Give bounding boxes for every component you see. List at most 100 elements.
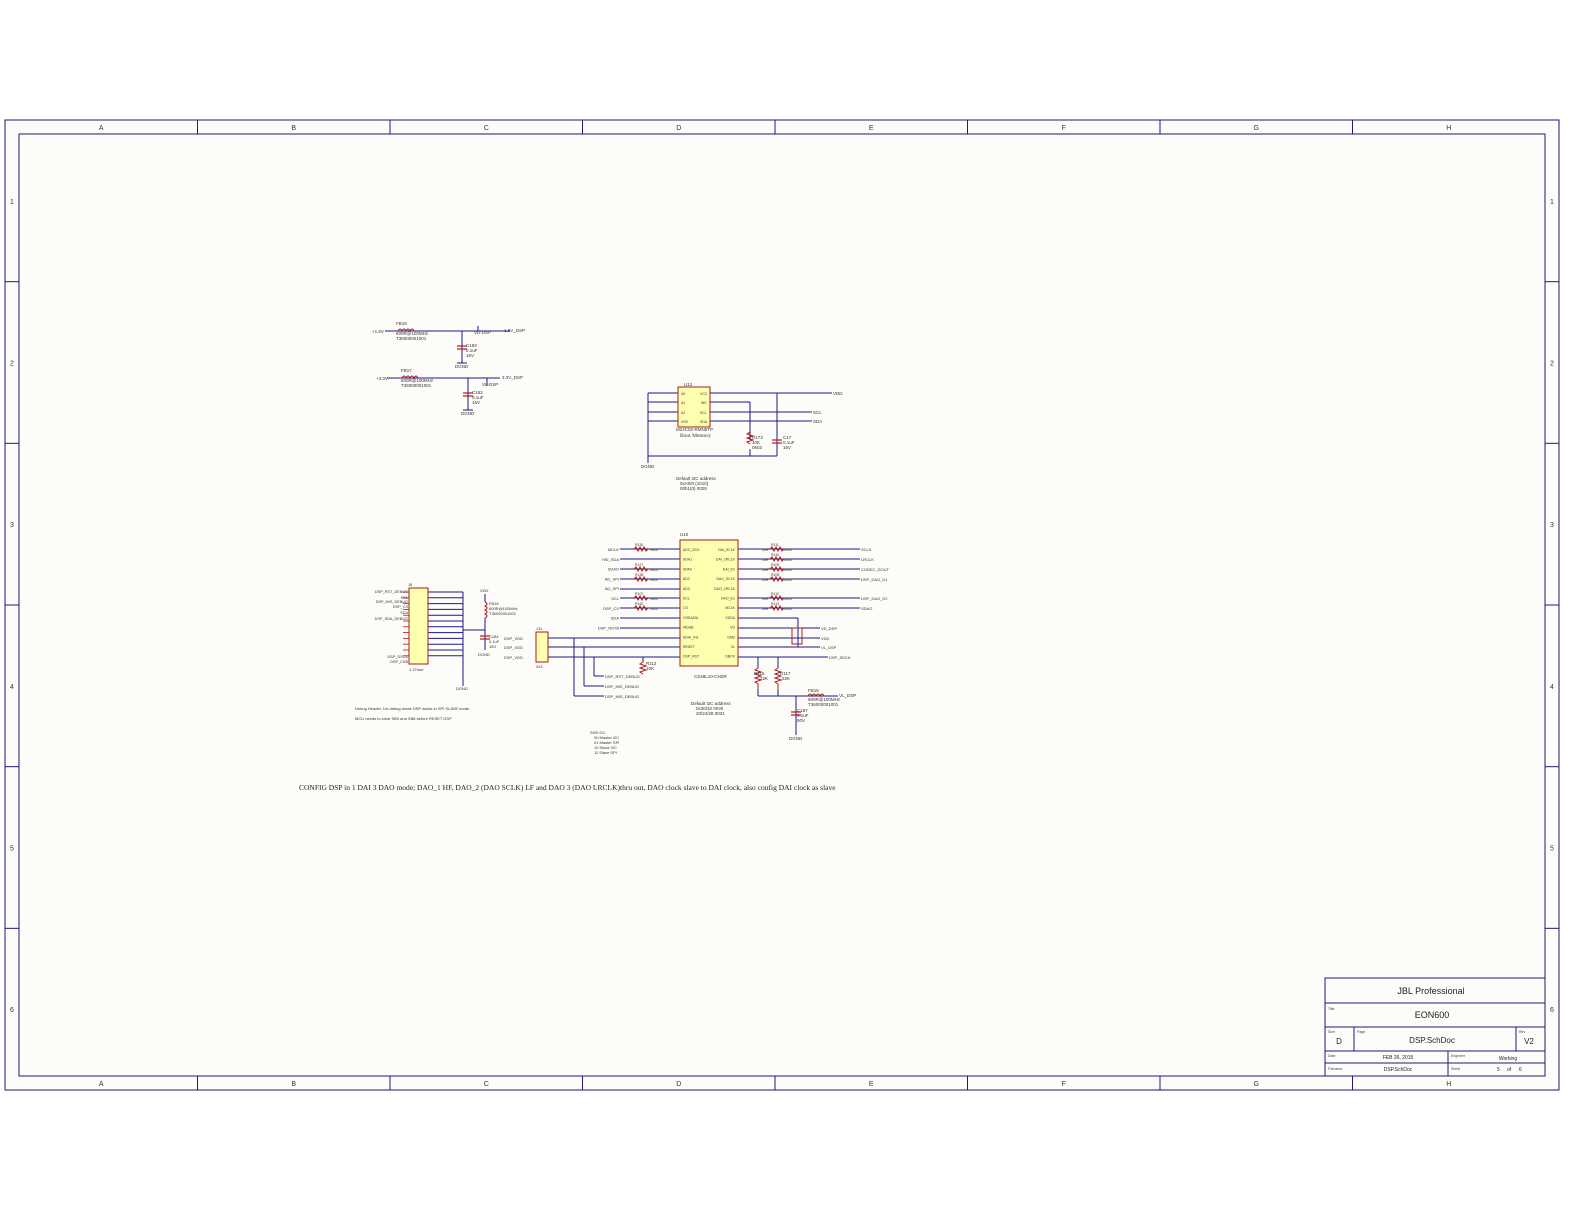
- power-vd1-label: VD-DSP: [474, 330, 491, 335]
- jtag-note-1: Debug Header, Un-debug mode DSP works in…: [355, 706, 470, 711]
- jtag-gnd: DGND: [456, 686, 468, 691]
- dsp-right-net: DSP_DAO_D2: [861, 596, 888, 601]
- dsp-cap: [791, 711, 801, 716]
- page-value: DSP.SchDoc: [1409, 1036, 1455, 1045]
- col-label-bottom: E: [869, 1081, 874, 1088]
- eeprom-pin-a0: A0: [681, 392, 685, 396]
- eeprom-note-1: Default I2C address: [676, 476, 717, 481]
- dsp-pin-right: VD: [730, 626, 735, 630]
- date-value: FEB 26, 2015: [1383, 1055, 1414, 1061]
- eeprom-net-sda: SDA: [813, 419, 822, 424]
- dsp-right-res-ref: R112: [771, 592, 779, 596]
- dsp-pin-left: CS: [683, 606, 689, 610]
- power-fb2-value: 600R@100MHz: [401, 378, 434, 383]
- dsp-right-res-pkg: 0603: [784, 558, 792, 562]
- eeprom-cap-voltage: 16V: [783, 445, 791, 450]
- dsp-right-net: VDD: [821, 636, 830, 641]
- eeprom-chip: [677, 386, 711, 428]
- dsp-pin-right: DAI_LRCLK: [716, 558, 736, 562]
- dsp-pin-left: VSDA/DA: [683, 616, 699, 620]
- power-gnd2-label: DGND: [461, 411, 475, 416]
- eeprom-cap-value: 0.1uF: [783, 440, 795, 445]
- jtag-net: DSP_RST_DEBUG: [375, 590, 408, 594]
- dsp-left-res-ref: R115: [635, 543, 643, 547]
- mode-table-4: 10 Slave I2C: [594, 745, 617, 750]
- dsp-right-net: DSP_SDCK: [829, 655, 851, 660]
- jtag-vdd: VDD: [480, 588, 489, 593]
- eeprom-note-3: 00b1(0) 0028: [680, 486, 707, 491]
- filename-value: DSP.SchDoc: [1384, 1067, 1413, 1073]
- power-ferrite-1: [397, 328, 415, 333]
- mode-table-5: 11 Slave SPI: [594, 750, 617, 755]
- jtag-cap: [480, 635, 490, 640]
- dsp-left-net: DSP_CS: [603, 606, 619, 611]
- dsp-pin-right: DAO_D1: [721, 597, 735, 601]
- dsp-left-net: HSI_SDA: [602, 557, 619, 562]
- dsp-left-net: SDAO: [608, 567, 619, 572]
- dsp-right-res-val: 33R: [762, 607, 769, 611]
- title-label: Title: [1328, 1007, 1335, 1011]
- jtag-net: DSP_DSCK: [388, 655, 409, 659]
- dsp-right-res-pkg: 0603: [784, 607, 792, 611]
- eeprom-note-2: 0xA0/0 (1010): [680, 481, 709, 486]
- power-fb1-ref: FB18: [396, 321, 407, 326]
- dsp-pin-right: DAI_D1: [723, 567, 735, 571]
- eeprom-name: Boot Memory: [680, 433, 711, 439]
- jtag-fb-partno: T36000001001: [489, 611, 517, 616]
- dsp-pin-left: SDA1: [683, 558, 692, 562]
- row-label-right: 6: [1550, 1007, 1554, 1014]
- dsp-left-res-pkg: 0603: [650, 578, 658, 582]
- dsp-right-res-ref: R110: [771, 553, 779, 557]
- dsp-ref: U10: [680, 532, 689, 537]
- eeprom-pin-a2: A2: [681, 411, 685, 415]
- col-label-top: F: [1062, 125, 1066, 132]
- eeprom-pin-vss: VSS: [681, 420, 689, 424]
- dsp-right-res-pkg: 0603: [784, 568, 792, 572]
- dsp-cap-voltage: 50V: [797, 718, 805, 723]
- dsp-right-net: LRCLK: [861, 557, 874, 562]
- col-label-top: D: [676, 125, 681, 132]
- dsp-right-res-val: 33R: [762, 597, 769, 601]
- dsp-pin-left: AD0: [683, 587, 690, 591]
- dsp-fb-ref: FB15: [808, 688, 819, 693]
- dsp-right-res-val: 33R: [762, 548, 769, 552]
- mode-header-ref: J11: [536, 626, 543, 631]
- dsp-left-net: MCLK: [608, 547, 619, 552]
- power-fb2-partno: T36000001001: [401, 383, 432, 388]
- dsp-right-net: SDAO: [861, 606, 872, 611]
- eeprom-pin-a1: A1: [681, 401, 685, 405]
- eeprom-wires: [647, 392, 832, 463]
- col-label-top: B: [291, 125, 296, 132]
- power-out2-label: 3.3V_DSP: [502, 375, 523, 380]
- eeprom-ref: U12: [684, 382, 693, 387]
- power-fb1-value: 600R@100MHz: [396, 331, 429, 336]
- col-label-top: G: [1254, 125, 1259, 132]
- col-label-top: C: [484, 125, 489, 132]
- dsp-pin-left: SCL: [683, 597, 690, 601]
- jtag-cap-voltage: 16V: [489, 644, 496, 649]
- power-cap1-ref: C193: [466, 343, 477, 348]
- dsp-left-net: SDA: [611, 616, 620, 621]
- dsp-right-net: VD_DSP: [821, 626, 837, 631]
- mode-rnet-2: DSP_MIS_DEBUG: [605, 684, 639, 689]
- col-label-bottom: A: [99, 1081, 104, 1088]
- dsp-left-res-ref: R107: [635, 592, 643, 596]
- mode-net-1: DSP_VDD: [504, 636, 523, 641]
- mode-net-2: DSP_VDD: [504, 645, 523, 650]
- sheet-number: 5: [1497, 1067, 1500, 1073]
- dsp-pin-right: MCLK: [725, 606, 735, 610]
- dsp-left-res-ref: R162: [635, 602, 643, 606]
- dsp-note-1: Default I2C address: [691, 701, 732, 706]
- dsp-left-net: DSP_RSTB: [598, 625, 619, 630]
- row-label-right: 1: [1550, 199, 1554, 206]
- eeprom-pin-scl: SCL: [700, 411, 707, 415]
- dsp-left-res-ref: R128: [635, 573, 643, 577]
- dsp-fb-net: VL_DSP: [839, 693, 856, 698]
- power-fb1-partno: T36000001001: [396, 336, 427, 341]
- dsp-bot-res1: R116: [754, 671, 765, 676]
- dsp-pins-left: ADC_SCKSDA1SPA0AD2AD0SCLCSVSDA/DAWDSBSDA…: [683, 548, 700, 659]
- dsp-cap-value: 0.1uF: [797, 713, 809, 718]
- row-label-left: 3: [10, 522, 14, 529]
